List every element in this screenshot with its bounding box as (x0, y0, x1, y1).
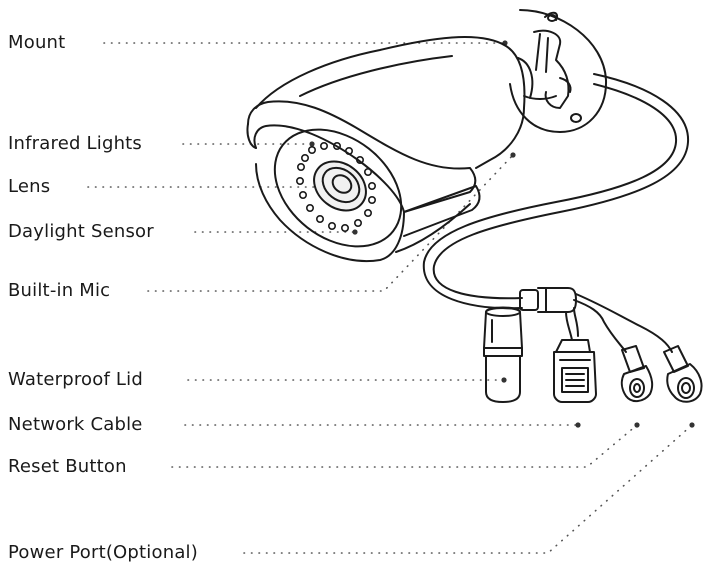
leader-lines (87, 42, 693, 554)
label-lens: Lens (8, 176, 51, 197)
camera-lens (313, 160, 367, 212)
leader-power (243, 424, 693, 554)
label-mount: Mount (8, 32, 66, 53)
power-port-connector (663, 345, 703, 403)
cable-branches (565, 293, 673, 353)
mount (509, 9, 608, 133)
label-reset-button: Reset Button (8, 456, 127, 477)
network-cable-connector (553, 339, 597, 403)
infrared-lights (295, 142, 376, 233)
reset-button-connector (620, 345, 654, 402)
cable (422, 73, 690, 310)
camera-body (246, 36, 526, 263)
label-power-port: Power Port(Optional) (8, 542, 198, 563)
leader-mic (147, 154, 514, 292)
waterproof-lid (483, 306, 523, 403)
label-network-cable: Network Cable (8, 414, 143, 435)
label-builtin-mic: Built-in Mic (8, 280, 111, 301)
label-daylight-sensor: Daylight Sensor (8, 221, 154, 242)
leader-reset (171, 424, 638, 468)
label-infrared-lights: Infrared Lights (8, 133, 143, 154)
label-waterproof-lid: Waterproof Lid (8, 369, 143, 390)
cable-hub (519, 287, 577, 313)
